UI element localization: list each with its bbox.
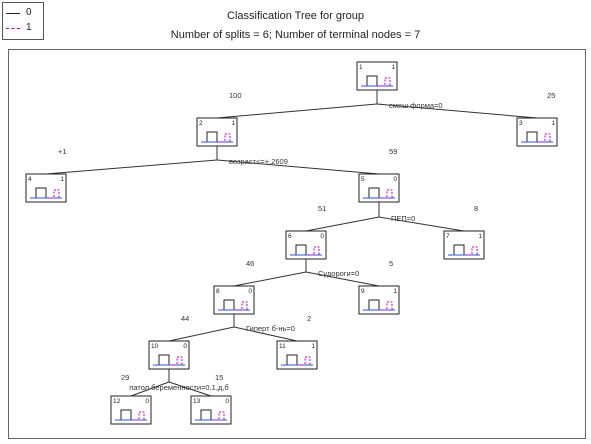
node-class: 1	[391, 64, 395, 71]
split-branch-right	[378, 216, 465, 232]
node-class: 0	[145, 398, 149, 405]
node-histogram-dashed	[213, 411, 225, 421]
legend-swatch-dashed	[6, 28, 20, 29]
node-id: 3	[519, 120, 523, 127]
node-class: 1	[393, 288, 397, 295]
diagram-subtitle: Number of splits = 6; Number of terminal…	[170, 29, 421, 41]
node-id: 7	[446, 233, 450, 240]
legend-swatch-solid	[6, 13, 20, 14]
split-right-count: 25	[547, 91, 555, 100]
node-class: 1	[478, 233, 482, 240]
node-histogram-dashed	[381, 189, 393, 199]
split-left-count: 29	[121, 373, 129, 382]
legend-label-0: 0	[26, 7, 32, 18]
split-left-count: 51	[318, 204, 326, 213]
node-histogram-dashed	[379, 77, 391, 87]
node-id: 2	[199, 120, 203, 127]
node-histogram-dashed	[308, 246, 320, 256]
split-branch-right	[305, 271, 380, 287]
split-right-count: 15	[215, 373, 223, 382]
node-class: 1	[551, 120, 555, 127]
node-histogram-dashed	[299, 356, 311, 366]
split-branch-right	[376, 103, 538, 119]
node-histogram-dashed	[219, 133, 231, 143]
split-condition: Судороги=0	[318, 269, 359, 278]
split-branch-left	[233, 271, 307, 287]
legend-item-0: 0	[6, 7, 42, 19]
diagram-title: Classification Tree for group	[227, 10, 364, 22]
node-histogram-dashed	[171, 356, 183, 366]
split-branch-left	[130, 381, 170, 397]
split-8: Гиперт б-нь=0 44 2	[168, 314, 311, 342]
legend-label-1: 1	[26, 22, 32, 33]
node-histogram-dashed	[133, 411, 145, 421]
tree-node-12[interactable]: 12 0	[110, 395, 152, 425]
node-id: 1	[359, 64, 363, 71]
node-id: 8	[216, 288, 220, 295]
node-histogram-dashed	[466, 246, 478, 256]
node-class: 1	[231, 120, 235, 127]
split-6: Судороги=0 46 5	[233, 259, 393, 287]
tree-node-10[interactable]: 10 0	[148, 340, 190, 370]
split-left-count: 100	[229, 91, 242, 100]
node-id: 10	[151, 343, 159, 350]
node-class: 0	[183, 343, 187, 350]
split-right-count: 8	[474, 204, 478, 213]
node-id: 4	[28, 176, 32, 183]
node-id: 13	[193, 398, 201, 405]
split-right-count: 5	[389, 259, 393, 268]
legend: 0 1	[2, 2, 44, 40]
split-right-count: 59	[389, 147, 397, 156]
node-id: 5	[361, 176, 365, 183]
node-class: 1	[311, 343, 315, 350]
node-id: 12	[113, 398, 121, 405]
split-branch-left	[168, 326, 235, 342]
split-branch-right	[216, 159, 380, 175]
node-histogram-dashed	[48, 189, 60, 199]
split-left-count: 44	[181, 314, 189, 323]
split-branch-left	[216, 103, 378, 119]
split-condition: патол беременности=0,1,д,б	[129, 383, 228, 392]
node-class: 0	[320, 233, 324, 240]
split-2: возраст<=+,2609 +1 59	[45, 146, 397, 175]
node-class: 0	[225, 398, 229, 405]
split-1: смеш форма=0 100 25	[216, 90, 555, 119]
node-class: 0	[248, 288, 252, 295]
node-histogram-dashed	[539, 133, 551, 143]
tree-node-13[interactable]: 13 0	[190, 395, 232, 425]
legend-item-1: 1	[6, 22, 42, 34]
split-5: ПЕП=0 51 8	[305, 202, 478, 232]
node-class: 1	[60, 176, 64, 183]
node-histogram-dashed	[236, 301, 248, 311]
node-histogram-dashed	[381, 301, 393, 311]
split-condition: Гиперт б-нь=0	[246, 324, 295, 333]
split-branch-left	[45, 159, 218, 175]
split-branch-left	[305, 216, 380, 232]
split-condition: ПЕП=0	[391, 214, 415, 223]
split-right-count: 2	[307, 314, 311, 323]
split-10: патол беременности=0,1,д,б29 15	[121, 369, 229, 397]
node-id: 9	[361, 288, 365, 295]
node-class: 0	[393, 176, 397, 183]
split-branch-right	[168, 381, 212, 397]
split-left-count: +1	[58, 147, 67, 156]
split-left-count: 46	[246, 259, 254, 268]
split-branch-right	[233, 326, 298, 342]
split-condition: возраст<=+,2609	[229, 157, 288, 166]
split-condition: смеш форма=0	[389, 101, 443, 110]
node-id: 11	[279, 343, 286, 350]
node-id: 6	[288, 233, 292, 240]
